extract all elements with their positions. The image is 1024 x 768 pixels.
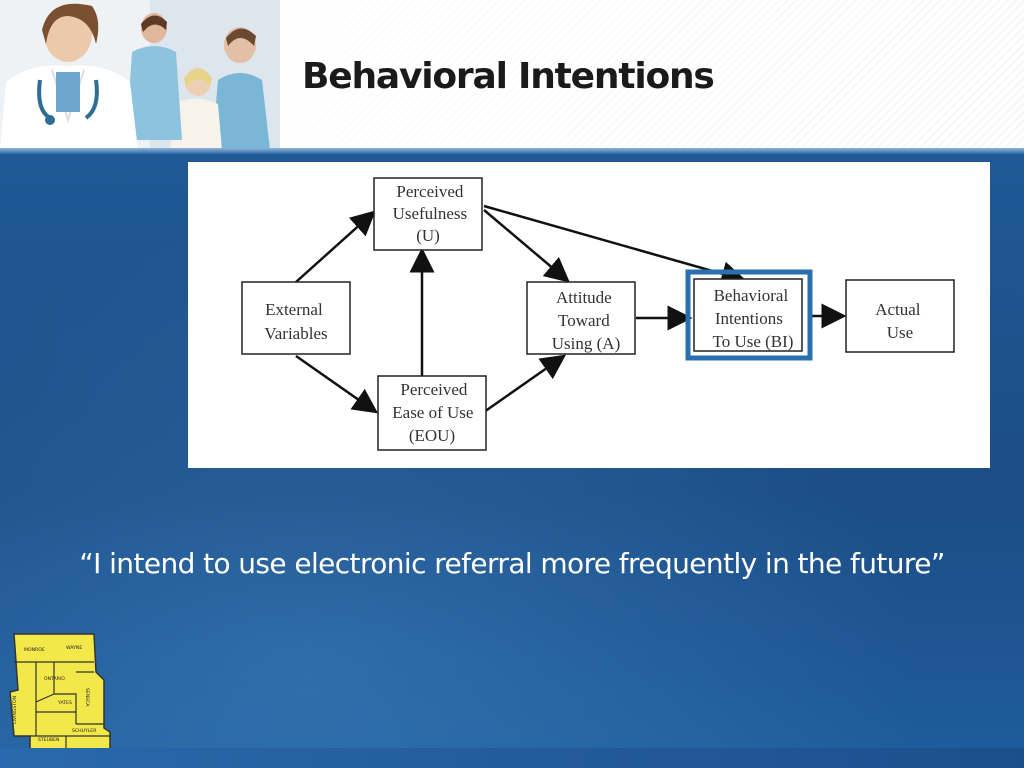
county-label: LIVINGSTON <box>12 696 18 724</box>
node-label-line: External <box>265 300 323 319</box>
header-divider <box>0 148 1024 154</box>
node-label-line: Variables <box>264 324 327 343</box>
slide-header: Behavioral Intentions <box>0 0 1024 150</box>
county-label: MONROE <box>24 647 45 653</box>
node-label-line: Using (A) <box>552 334 620 353</box>
node-label-line: Perceived <box>400 380 468 399</box>
svg-text:Attitude Toward: Attitude Toward Using (A) <box>552 288 620 353</box>
svg-text:Actual Use: Actual Use <box>875 300 925 342</box>
arrow-external-to-ease <box>295 354 379 414</box>
node-label-line: (U) <box>416 226 440 245</box>
node-external-variables: External Variables <box>241 281 351 355</box>
node-behavioral-intentions: Behavioral Intentions To Use (BI) <box>685 269 813 361</box>
county-label: STEUBEN <box>38 737 59 743</box>
node-label-line: Usefulness <box>393 204 468 223</box>
tam-diagram: External Variables Perceived Usefulness … <box>188 162 990 468</box>
node-label-line: Toward <box>558 311 610 330</box>
arrow-usefulness-to-intentions <box>483 204 747 286</box>
node-actual-use: Actual Use <box>845 279 955 353</box>
node-perceived-ease-of-use: Perceived Ease of Use (EOU) <box>377 375 487 451</box>
arrow-external-to-usefulness <box>295 210 376 283</box>
slide-title: Behavioral Intentions <box>302 56 715 97</box>
county-label: SENECA <box>84 688 90 707</box>
svg-text:External Variables: External Variables <box>264 300 327 343</box>
svg-text:Behavioral Intentions: Behavioral Intentions To Use (BI) <box>713 286 794 351</box>
node-label-line: Perceived <box>396 182 464 201</box>
svg-text:Perceived Usefulness: Perceived Usefulness (U) <box>393 182 472 245</box>
node-label-line: Attitude <box>556 288 612 307</box>
node-label-line: Intentions <box>715 309 783 328</box>
medical-staff-photo <box>0 0 280 150</box>
node-label-line: Ease of Use <box>392 403 473 422</box>
node-label-line: To Use (BI) <box>713 332 794 351</box>
node-label-line: Actual <box>875 300 921 319</box>
county-label: WAYNE <box>66 645 82 651</box>
county-label: YATES <box>57 700 72 706</box>
node-label-line: Use <box>887 323 913 342</box>
highlight-frame <box>685 269 813 361</box>
node-label-line: Behavioral <box>714 286 789 305</box>
node-attitude-toward-using: Attitude Toward Using (A) <box>526 281 636 355</box>
arrow-usefulness-to-attitude <box>483 209 570 283</box>
county-label: ONTARIO <box>44 676 65 682</box>
svg-text:Perceived Ease of Use: Perceived Ease of Use (EOU) <box>392 380 477 445</box>
county-map-logo: MONROE WAYNE LIVINGSTON ONTARIO SENECA Y… <box>9 633 111 761</box>
survey-quote: “I intend to use electronic referral mor… <box>79 547 945 580</box>
node-label-line: (EOU) <box>409 426 455 445</box>
node-perceived-usefulness: Perceived Usefulness (U) <box>373 177 483 251</box>
footer-bar <box>0 748 1024 768</box>
arrow-ease-to-attitude <box>483 354 567 414</box>
county-label: SCHUYLER <box>72 728 97 734</box>
